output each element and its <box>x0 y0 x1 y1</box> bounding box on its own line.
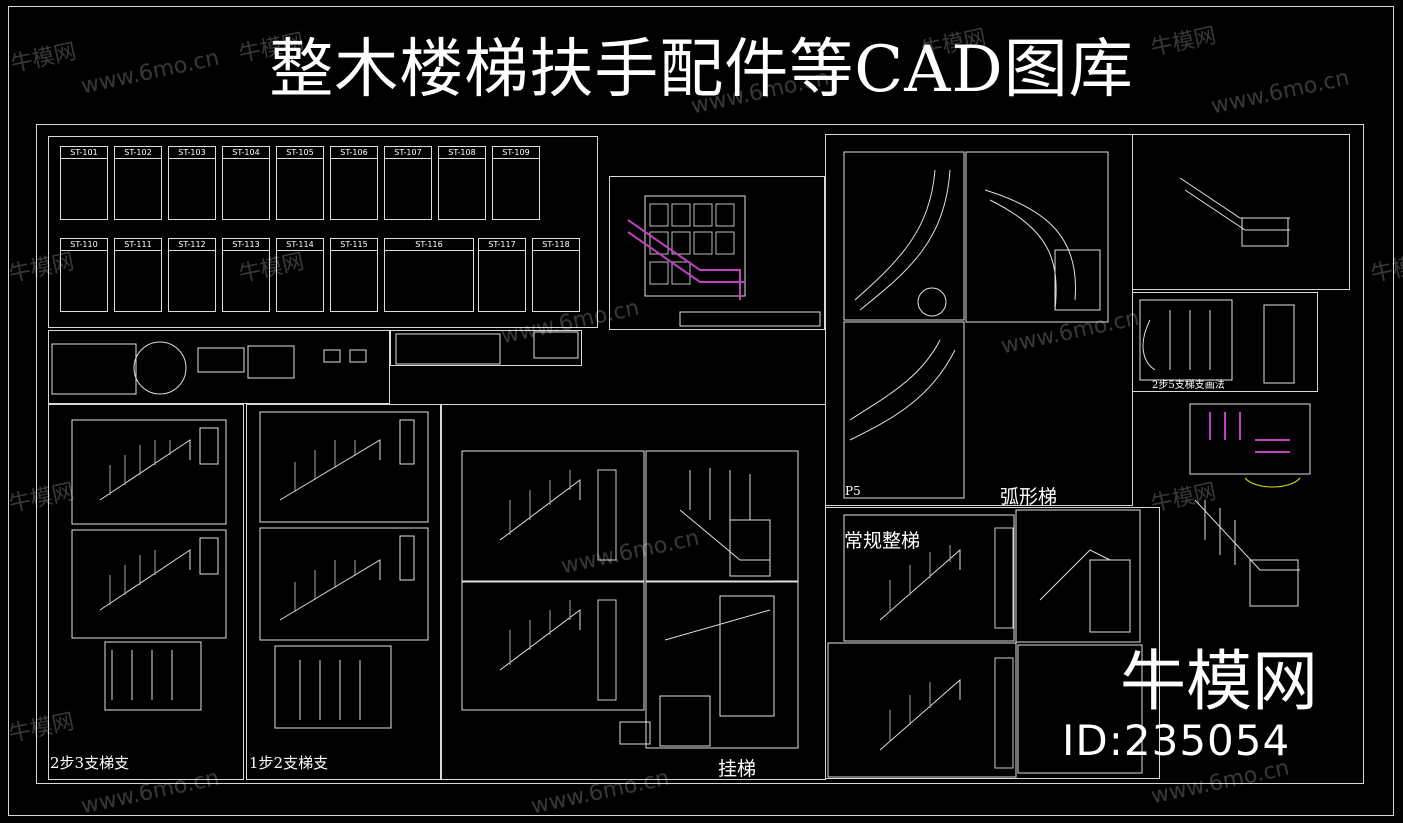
part-card: ST-117 <box>478 238 526 312</box>
parts-catalog-panel <box>48 136 598 328</box>
part-card: ST-115 <box>330 238 378 312</box>
part-code: ST-118 <box>533 239 579 251</box>
part-card: ST-112 <box>168 238 216 312</box>
part-card: ST-105 <box>276 146 324 220</box>
brand-id: ID:235054 <box>1062 716 1291 765</box>
part-card: ST-102 <box>114 146 162 220</box>
label-two-step-three: 2步3支梯支 <box>50 754 130 772</box>
label-curved-stair: 弧形梯 <box>1000 486 1058 508</box>
part-card: ST-116 <box>384 238 474 312</box>
part-code: ST-115 <box>331 239 377 251</box>
page-title: 整木楼梯扶手配件等CAD图库 <box>269 33 1134 107</box>
label-regular-stair: 常规整梯 <box>844 530 921 552</box>
part-code: ST-109 <box>493 147 539 159</box>
fittings-panel <box>48 330 390 404</box>
part-code: ST-102 <box>115 147 161 159</box>
part-card: ST-111 <box>114 238 162 312</box>
elevation-panel <box>609 176 825 330</box>
inner-border <box>36 124 1364 784</box>
part-code: ST-105 <box>277 147 323 159</box>
part-code: ST-110 <box>61 239 107 251</box>
part-code: ST-103 <box>169 147 215 159</box>
part-code: ST-108 <box>439 147 485 159</box>
one-step-two-panel <box>246 404 442 780</box>
two-step-five-panel <box>1132 292 1318 392</box>
part-card: ST-107 <box>384 146 432 220</box>
two-step-three-panel <box>48 404 244 780</box>
label-hanging-stair: 挂梯 <box>718 758 757 780</box>
part-code: ST-116 <box>385 239 473 251</box>
part-code: ST-104 <box>223 147 269 159</box>
label-two-step-five: 2步5支梯支画法 <box>1152 380 1225 391</box>
part-card: ST-103 <box>168 146 216 220</box>
part-code: ST-112 <box>169 239 215 251</box>
brand-logo: 牛模网 <box>1120 643 1318 720</box>
part-card: ST-113 <box>222 238 270 312</box>
fittings-panel-2 <box>390 330 582 366</box>
part-card: ST-109 <box>492 146 540 220</box>
regular-stair-panel <box>825 507 1160 779</box>
part-card: ST-104 <box>222 146 270 220</box>
right-top-panel <box>1132 134 1350 290</box>
part-code: ST-107 <box>385 147 431 159</box>
part-code: ST-113 <box>223 239 269 251</box>
part-card: ST-108 <box>438 146 486 220</box>
part-card: ST-110 <box>60 238 108 312</box>
part-code: ST-106 <box>331 147 377 159</box>
part-card: ST-101 <box>60 146 108 220</box>
outer-border <box>8 6 1394 816</box>
part-card: ST-118 <box>532 238 580 312</box>
part-card: ST-106 <box>330 146 378 220</box>
part-code: ST-117 <box>479 239 525 251</box>
part-card: ST-114 <box>276 238 324 312</box>
label-p5: P5 <box>845 484 861 498</box>
part-code: ST-101 <box>61 147 107 159</box>
part-code: ST-114 <box>277 239 323 251</box>
label-one-step-two: 1步2支梯支 <box>249 754 329 772</box>
part-code: ST-111 <box>115 239 161 251</box>
